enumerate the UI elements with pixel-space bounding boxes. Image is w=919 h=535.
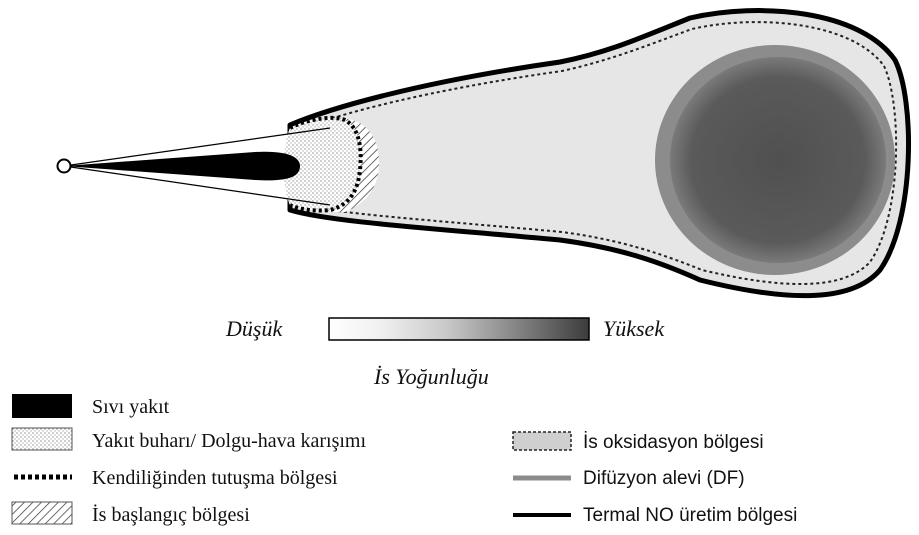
legend-label-soot-oxidation: İs oksidasyon bölgesi [583, 432, 764, 453]
legend-symbol-fuel-vapor [12, 428, 72, 450]
soot-concentration-scale-bar [329, 318, 589, 340]
soot-core [670, 57, 886, 263]
scale-caption: İs Yoğunluğu [373, 364, 489, 389]
liquid-fuel-jet [64, 152, 300, 181]
legend-symbol-soot-oxidation [513, 432, 571, 450]
scale-low-label: Düşük [225, 316, 283, 341]
legend-label-fuel-vapor: Yakıt buharı/ Dolgu-hava karışımı [92, 430, 366, 452]
legend-symbol-soot-inception [12, 502, 72, 524]
legend-label-thermal-no: Termal NO üretim bölgesi [583, 505, 797, 526]
nozzle-icon [58, 160, 71, 173]
legend-label-soot-inception: İs başlangıç bölgesi [92, 503, 250, 526]
legend-label-liquid-fuel: Sıvı yakıt [92, 396, 170, 418]
legend-symbol-liquid-fuel [12, 394, 72, 418]
scale-high-label: Yüksek [603, 316, 665, 341]
legend-label-diffusion-flame: Difüzyon alevi (DF) [583, 468, 745, 489]
legend-label-autoignition: Kendiliğinden tutuşma bölgesi [92, 467, 338, 489]
